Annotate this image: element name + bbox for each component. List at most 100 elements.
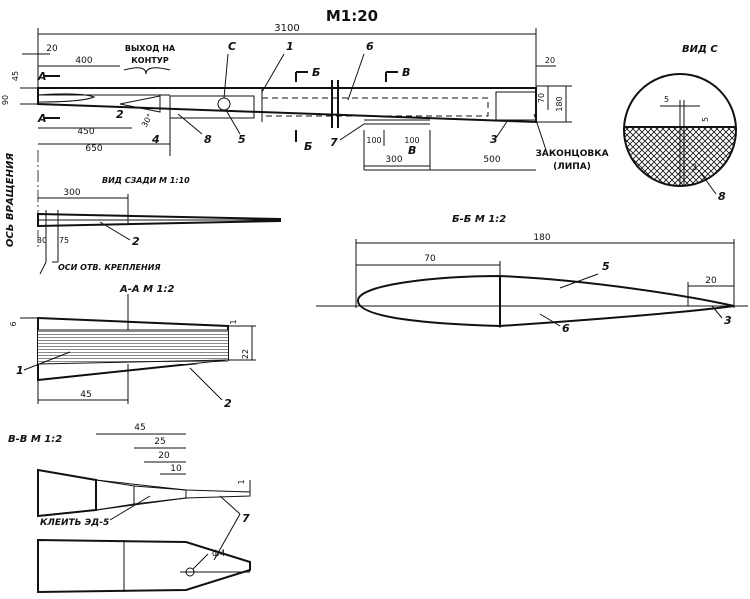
view-c-leader-8	[699, 171, 717, 195]
bb-leader-6	[539, 313, 561, 327]
root-hatch-zone	[169, 95, 255, 119]
bb-callout-5: 5	[602, 260, 610, 273]
dim-500: 500	[483, 155, 500, 165]
leader-6	[347, 53, 365, 101]
bb-dim-20: 20	[705, 276, 717, 286]
section-b-bot: Б	[304, 140, 312, 153]
aa-grain	[38, 330, 228, 364]
callout-8: 8	[204, 133, 212, 146]
dim-90: 90	[1, 95, 10, 105]
view-c-circle	[217, 97, 231, 111]
vv-glue-label: КЛЕИТЬ ЭД-5	[40, 518, 109, 528]
bb-dim-180: 180	[533, 233, 550, 243]
leader-7	[339, 123, 365, 141]
rear-view: ВИД СЗАДИ М 1:10 300 30 75 2 ОСИ ОТВ. КР…	[37, 176, 281, 275]
vv-body	[37, 468, 97, 518]
aa-title: А-А М 1:2	[119, 284, 175, 295]
view-c: ВИД С 5 5 2 8	[623, 44, 737, 203]
dim-400: 400	[75, 56, 92, 66]
view-c-title: ВИД С	[682, 44, 718, 55]
section-aa: А-А М 1:2 22 6 1 45 1 2	[9, 284, 256, 410]
aa-dim-45: 45	[80, 390, 91, 400]
exit-label-2: КОНТУР	[131, 56, 169, 65]
aa-top-layer	[37, 317, 229, 331]
dim-650: 650	[85, 144, 102, 154]
section-v-bot: В	[408, 144, 416, 157]
bb-nose	[356, 274, 501, 328]
mount-label: ОСИ ОТВ. КРЕПЛЕНИЯ	[58, 263, 161, 272]
angle-30: 30°	[140, 112, 155, 129]
section-a-bot: А	[37, 112, 47, 125]
dim-rear-300: 300	[63, 188, 80, 198]
leader-5	[225, 109, 241, 135]
aa-dim-6: 6	[9, 321, 18, 326]
blade-outline	[37, 87, 537, 124]
aa-leader-1	[23, 351, 71, 371]
section-vv: В-В М 1:2 45 25 20 10 1 КЛЕИТЬ ЭД-5 7 ф4	[8, 423, 251, 594]
dim-total: 3100	[274, 23, 299, 34]
view-c-callout-8: 8	[718, 190, 726, 203]
section-c: С	[228, 40, 236, 53]
callout-3: 3	[490, 133, 498, 146]
aa-leader-2	[189, 367, 223, 401]
bb-title: Б-Б М 1:2	[452, 214, 506, 225]
callout-1: 1	[286, 40, 294, 53]
leader-rear-2	[99, 221, 131, 241]
callout-2: 2	[116, 108, 124, 121]
bb-leader-3	[711, 305, 723, 319]
rear-blade-profile	[37, 212, 281, 228]
view-c-dim-2: 2	[692, 163, 697, 172]
dim-450: 450	[77, 127, 94, 137]
dim-180: 180	[555, 96, 564, 111]
exit-brace	[123, 67, 171, 75]
vv-dia-leader	[192, 553, 209, 570]
vv-leader-7	[219, 495, 241, 515]
callout-7: 7	[330, 136, 338, 149]
callout-4: 4	[151, 133, 160, 146]
vv-plan	[37, 538, 251, 594]
vv-dim-10: 10	[170, 464, 182, 474]
bb-dim-70: 70	[424, 254, 436, 264]
root-tip-curve	[37, 93, 96, 103]
bb-callout-6: 6	[562, 322, 570, 335]
section-a-top: А	[37, 70, 47, 83]
root-taper	[119, 95, 161, 113]
vv-leader-glue	[109, 495, 151, 521]
aa-callout-1: 1	[16, 364, 24, 377]
vv-taper	[95, 479, 251, 511]
dim-20: 20	[46, 44, 58, 54]
dim-45: 45	[11, 71, 20, 81]
tip-label-1: ЗАКОНЦОВКА	[535, 149, 608, 159]
leader-mount-1	[39, 261, 47, 275]
dim-rear-75: 75	[59, 236, 69, 245]
rotation-axis-label: ОСЬ ВРАЩЕНИЯ	[5, 153, 16, 247]
vv-title: В-В М 1:2	[8, 434, 62, 445]
leader-c	[223, 53, 229, 99]
dim-rear-30: 30	[37, 236, 47, 245]
vv-dim-45: 45	[134, 423, 145, 433]
callout-6: 6	[366, 40, 374, 53]
section-bb: Б-Б М 1:2 180 70 20 5 6 3	[316, 214, 748, 335]
aa-callout-2: 2	[224, 397, 232, 410]
bb-leader-5	[559, 273, 599, 289]
rear-callout-2: 2	[132, 235, 140, 248]
aa-dim-22: 22	[241, 349, 250, 359]
hollow-region	[261, 97, 489, 117]
bb-callout-3: 3	[724, 314, 732, 327]
aa-bot-layer	[37, 359, 229, 381]
vv-dia: ф4	[212, 549, 226, 559]
dim-100a: 100	[366, 136, 381, 145]
section-b-top: Б	[312, 66, 320, 79]
tip-hatch-zone	[495, 91, 537, 121]
bb-tail	[499, 274, 735, 328]
leader-1	[261, 53, 285, 93]
scale-title: М1:20	[326, 7, 378, 25]
leader-tip	[533, 113, 547, 151]
vv-dim-25: 25	[154, 437, 165, 447]
dim-70: 70	[537, 93, 546, 103]
exit-label-1: ВЫХОД НА	[125, 44, 176, 53]
vv-callout-7: 7	[242, 512, 250, 525]
view-c-dim-5a: 5	[664, 95, 669, 104]
callout-5: 5	[238, 133, 246, 146]
